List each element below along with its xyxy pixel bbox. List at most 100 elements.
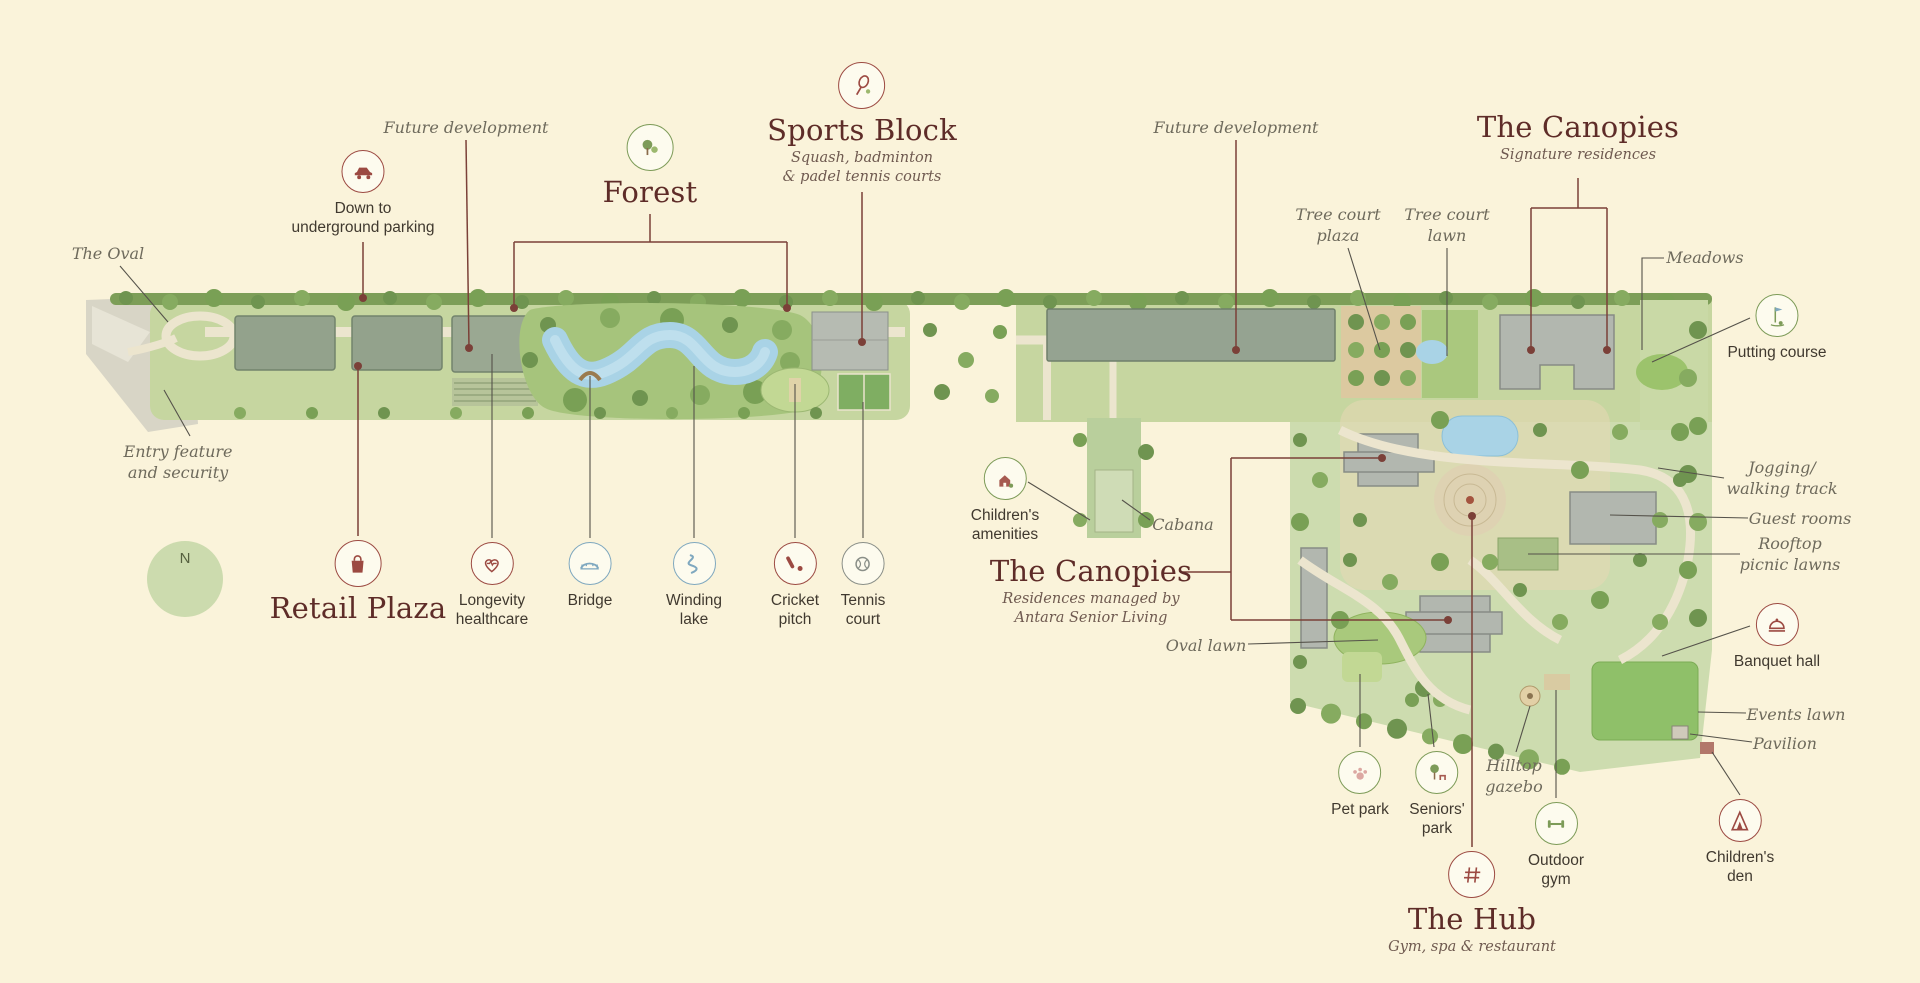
tree-court-plaza-area (1341, 306, 1421, 398)
paw-icon (1338, 751, 1382, 794)
events-lawn-label: Events lawn (1747, 705, 1846, 726)
underground-parking-label-text: Down to underground parking (291, 200, 435, 237)
outdoor-gym-label: Outdoor gym (1528, 802, 1584, 890)
the-hub-label-text: The Hub (1407, 902, 1537, 936)
tree-court-plaza-label-text: Tree court plaza (1295, 205, 1381, 245)
banquet-hall-label: Banquet hall (1734, 603, 1820, 671)
guest-rooms-label-leader (1609, 514, 1749, 519)
jogging-track-label-text: Jogging/ walking track (1726, 458, 1838, 498)
the-hub-label-subtitle: Gym, spa & restaurant (1388, 939, 1556, 956)
winding-lake-label-text: Winding lake (666, 592, 722, 629)
canopies-managed-label-subtitle: Residences managed by Antara Senior Livi… (1002, 591, 1180, 627)
the-oval-label-text: The Oval (71, 244, 145, 263)
canopies-signature-label-text: The Canopies (1476, 110, 1680, 144)
pet-park-label: Pet park (1331, 751, 1389, 819)
canopies-signature-label-leader-dot (1603, 346, 1611, 354)
dumbbell-icon (1534, 802, 1578, 845)
hilltop-gazebo-label: Hilltop gazebo (1485, 756, 1543, 798)
cricket-pitch-label: Cricket pitch (771, 542, 819, 630)
entry-feature-label: Entry feature and security (124, 442, 233, 484)
forest-label: Forest (603, 124, 698, 208)
sports-block-label-text: Sports Block (767, 113, 957, 147)
putting-course-label-text: Putting course (1727, 344, 1827, 361)
sports-block-label-leader-dot (858, 338, 866, 346)
seniors-park-icon (1415, 751, 1459, 794)
meadows-label-text: Meadows (1666, 248, 1744, 267)
guest-rooms-building (1569, 491, 1657, 545)
canopies-managed-label-leader-dot (1444, 616, 1452, 624)
events-lawn-area (1591, 661, 1699, 741)
tree-court-lawn-label: Tree court lawn (1404, 205, 1489, 247)
future-development-west-label: Future development (384, 118, 549, 139)
forest-label-text: Forest (602, 175, 698, 209)
cricket-pitch-label-text: Cricket pitch (770, 592, 820, 629)
putting-course-label-leader (1651, 317, 1751, 363)
pavilion-label-leader (1689, 733, 1753, 743)
tennis-courts (837, 373, 891, 411)
retail-plaza-label-leader-dot (354, 362, 362, 370)
car-icon (341, 150, 385, 193)
heart-care-icon (470, 542, 514, 585)
underground-parking-label: Down to underground parking (291, 150, 435, 238)
rooftop-picnic-lawns-label-text: Rooftop picnic lawns (1739, 534, 1841, 574)
entry-feature-label-text: Entry feature and security (123, 442, 233, 482)
future-development-east-label-leader-dot (1232, 346, 1240, 354)
childrens-amenities-label-text: Children's amenities (970, 507, 1040, 544)
future-development-east-label-text: Future development (1153, 118, 1319, 137)
longevity-healthcare-label-text: Longevity healthcare (455, 592, 529, 629)
canopies-managed-label-leader-dot (1378, 454, 1386, 462)
childrens-amenities-label: Children's amenities (971, 457, 1039, 545)
hub-icon (1448, 851, 1496, 898)
cabana-label-leader (1121, 499, 1151, 521)
pet-park-label-text: Pet park (1331, 801, 1389, 818)
childrens-den-label-leader (1711, 751, 1741, 796)
hilltop-gazebo-label-leader (1515, 705, 1531, 753)
putting-course-icon (1755, 294, 1799, 337)
outdoor-gym-label-text: Outdoor gym (1527, 852, 1585, 889)
sports-block-label-subtitle: Squash, badminton & padel tennis courts (782, 150, 942, 186)
retail-plaza-label-text: Retail Plaza (269, 591, 447, 625)
jogging-track-label: Jogging/ walking track (1726, 458, 1837, 500)
children-amenities-icon (983, 457, 1027, 500)
winding-lake-label: Winding lake (666, 542, 722, 630)
hedge-trees (119, 289, 1675, 311)
longevity-healthcare-label: Longevity healthcare (456, 542, 528, 630)
the-hub-label-leader-dot (1468, 512, 1476, 520)
childrens-den-structure (1700, 742, 1714, 754)
rooftop-picnic-lawns-label: Rooftop picnic lawns (1740, 534, 1841, 576)
childrens-den-icon (1718, 799, 1762, 842)
entry-feature-label-leader (163, 389, 191, 437)
retail-plaza-building (351, 315, 443, 371)
meadows-label-leader (1641, 257, 1664, 350)
shopping-bag-icon (334, 540, 382, 587)
compass-circle: N (147, 541, 223, 617)
signature-residences-building (1499, 314, 1615, 390)
pavilion-structure (1671, 725, 1689, 740)
cabana-structure (1094, 469, 1134, 533)
childrens-den-label-text: Children's den (1705, 849, 1775, 886)
bridge-label-text: Bridge (567, 592, 613, 609)
tree-court-plaza-label: Tree court plaza (1295, 205, 1380, 247)
walking-paths (1297, 425, 1695, 715)
oval-lawn-label: Oval lawn (1166, 636, 1247, 657)
tennis-ball-icon (841, 542, 885, 585)
forest-label-leader-dot (510, 304, 518, 312)
north-compass: N (147, 541, 223, 617)
seniors-park-label-leader (1427, 693, 1435, 748)
compass-north-letter: N (179, 550, 191, 567)
the-oval-label-leader (119, 265, 169, 323)
pet-park-area (1342, 652, 1382, 682)
canopies-managed-label-text: The Canopies (989, 554, 1193, 588)
events-lawn-label-text: Events lawn (1746, 705, 1846, 724)
childrens-den-label: Children's den (1706, 799, 1774, 887)
meadows-label: Meadows (1666, 248, 1743, 269)
future-development-west-label-leader (465, 139, 470, 349)
sports-block-building (811, 311, 889, 371)
forest-tree-icon (626, 124, 674, 171)
forest-label-leader-dot (783, 304, 791, 312)
banquet-hall-label-leader (1661, 625, 1751, 657)
tree-court-plaza-label-leader (1347, 247, 1381, 351)
